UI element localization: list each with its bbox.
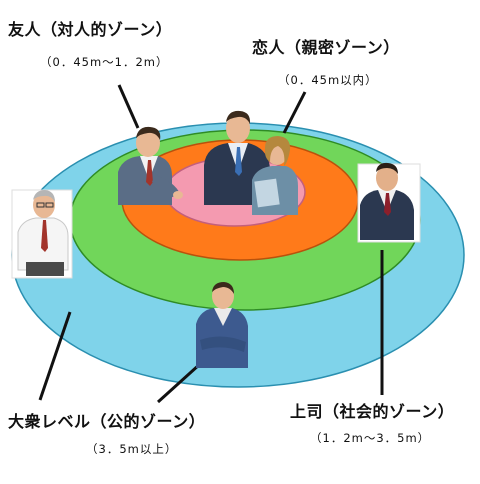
public-zone-title: 大衆レベル（公的ゾーン） [8,412,206,431]
public-pointer-line [38,311,72,401]
lover-zone-title: 恋人（親密ゾーン） [252,38,400,57]
friend-pointer-line [117,84,140,129]
friend-zone-title: 友人（対人的ゾーン） [8,20,173,39]
lover-pointer-line [282,91,307,134]
boss-person-figure [357,162,421,243]
boss-zone-range: （1．2m〜3．5m） [310,431,431,445]
lover-zone-range: （0．45m以内） [278,73,378,87]
public-zone-range: （3．5m以上） [86,442,178,456]
lower-person-figure [196,282,248,368]
friend-person-figure [118,126,183,205]
friend-zone-range: （0．45m〜1．2m） [40,55,169,69]
boss-zone-title: 上司（社会的ゾーン） [290,402,455,421]
center-woman-figure [252,136,298,215]
public-person-figure [11,189,73,279]
